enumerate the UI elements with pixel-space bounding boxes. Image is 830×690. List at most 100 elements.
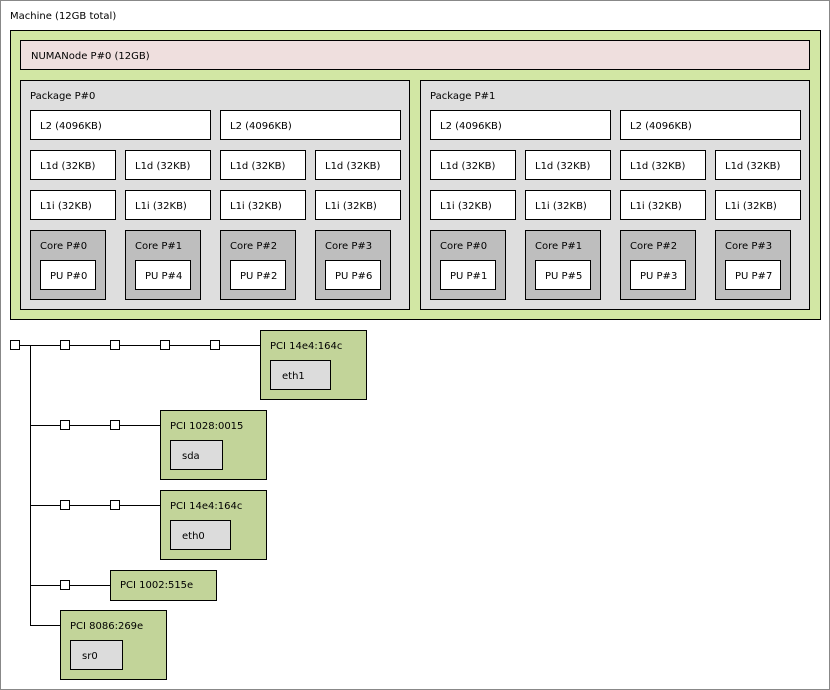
pci-bridge (110, 500, 120, 510)
pci-label: PCI 8086:269e (70, 621, 144, 632)
cache-label: L1d (32KB) (535, 161, 591, 172)
numa-node-label: NUMANode P#0 (12GB) (31, 51, 150, 62)
pu-label: PU P#1 (450, 271, 488, 282)
pu-label: PU P#2 (240, 271, 278, 282)
pci-bridge (60, 340, 70, 350)
core-label: Core P#3 (325, 241, 373, 252)
package-0-l1i-0: L1i (32KB) (30, 190, 116, 220)
pu-box: PU P#6 (325, 260, 381, 290)
cache-label: L1i (32KB) (725, 201, 777, 212)
package-1-l1i-0: L1i (32KB) (430, 190, 516, 220)
pci-bridge (210, 340, 220, 350)
package-1-core-1: Core P#1 PU P#5 (525, 230, 601, 300)
package-0-l1i-2: L1i (32KB) (220, 190, 306, 220)
pu-box: PU P#5 (535, 260, 591, 290)
pu-box: PU P#0 (40, 260, 96, 290)
host-bridge (10, 340, 20, 350)
package-0-l1d-0: L1d (32KB) (30, 150, 116, 180)
pu-box: PU P#7 (725, 260, 781, 290)
pu-box: PU P#2 (230, 260, 286, 290)
cache-label: L1d (32KB) (230, 161, 286, 172)
pu-box: PU P#4 (135, 260, 191, 290)
os-device: sr0 (70, 640, 123, 670)
pci-link-0 (15, 345, 260, 346)
cache-label: L2 (4096KB) (440, 121, 502, 132)
pu-label: PU P#0 (50, 271, 88, 282)
os-device-label: eth1 (282, 371, 305, 382)
pci-link-3 (30, 585, 110, 586)
package-0-core-0: Core P#0 PU P#0 (30, 230, 106, 300)
cache-label: L1d (32KB) (325, 161, 381, 172)
os-device-label: eth0 (182, 531, 205, 542)
cache-label: L1i (32KB) (135, 201, 187, 212)
package-0-l1d-2: L1d (32KB) (220, 150, 306, 180)
pci-bridge (160, 340, 170, 350)
pci-device-3: PCI 1002:515e (110, 570, 217, 601)
cache-label: L1d (32KB) (725, 161, 781, 172)
package-1-l1d-1: L1d (32KB) (525, 150, 611, 180)
pu-label: PU P#3 (640, 271, 678, 282)
package-0-l2-0: L2 (4096KB) (30, 110, 211, 140)
numa-node: NUMANode P#0 (12GB) (20, 40, 810, 70)
core-label: Core P#3 (725, 241, 773, 252)
pci-bridge (60, 580, 70, 590)
package-0-l1d-3: L1d (32KB) (315, 150, 401, 180)
core-label: Core P#0 (440, 241, 488, 252)
package-1-core-3: Core P#3 PU P#7 (715, 230, 791, 300)
package-1-l1i-3: L1i (32KB) (715, 190, 801, 220)
package-1-l2-0: L2 (4096KB) (430, 110, 611, 140)
package-1-l1d-0: L1d (32KB) (430, 150, 516, 180)
cache-label: L2 (4096KB) (40, 121, 102, 132)
pci-label: PCI 14e4:164c (270, 341, 343, 352)
os-device-label: sda (182, 451, 200, 462)
package-0-core-1: Core P#1 PU P#4 (125, 230, 201, 300)
pci-device-2: PCI 14e4:164c eth0 (160, 490, 267, 560)
pu-label: PU P#6 (335, 271, 373, 282)
package-1-core-0: Core P#0 PU P#1 (430, 230, 506, 300)
package-1-title: Package P#1 (430, 91, 496, 102)
cache-label: L2 (4096KB) (630, 121, 692, 132)
cache-label: L1i (32KB) (230, 201, 282, 212)
pu-label: PU P#5 (545, 271, 583, 282)
core-label: Core P#2 (230, 241, 278, 252)
pu-box: PU P#3 (630, 260, 686, 290)
cache-label: L1i (32KB) (440, 201, 492, 212)
pci-device-4: PCI 8086:269e sr0 (60, 610, 167, 680)
pci-bridge (60, 420, 70, 430)
cache-label: L1d (32KB) (440, 161, 496, 172)
core-label: Core P#2 (630, 241, 678, 252)
pci-label: PCI 1002:515e (120, 580, 194, 591)
os-device-label: sr0 (82, 651, 98, 662)
package-0-core-2: Core P#2 PU P#2 (220, 230, 296, 300)
package-1-l2-1: L2 (4096KB) (620, 110, 801, 140)
package-0-l1i-1: L1i (32KB) (125, 190, 211, 220)
pci-link-2 (30, 505, 160, 506)
package-1-core-2: Core P#2 PU P#3 (620, 230, 696, 300)
cache-label: L1d (32KB) (630, 161, 686, 172)
pu-box: PU P#1 (440, 260, 496, 290)
package-1-l1d-2: L1d (32KB) (620, 150, 706, 180)
package-0-core-3: Core P#3 PU P#6 (315, 230, 391, 300)
package-1-l1d-3: L1d (32KB) (715, 150, 801, 180)
os-device: eth0 (170, 520, 231, 550)
core-label: Core P#1 (535, 241, 583, 252)
cache-label: L2 (4096KB) (230, 121, 292, 132)
package-0-l1i-3: L1i (32KB) (315, 190, 401, 220)
pu-label: PU P#7 (735, 271, 773, 282)
pci-label: PCI 14e4:164c (170, 501, 243, 512)
pci-bridge (110, 340, 120, 350)
package-1-l1i-2: L1i (32KB) (620, 190, 706, 220)
os-device: sda (170, 440, 223, 470)
os-device: eth1 (270, 360, 331, 390)
cache-label: L1d (32KB) (40, 161, 96, 172)
package-0-l2-1: L2 (4096KB) (220, 110, 401, 140)
pci-link-1 (30, 425, 160, 426)
core-label: Core P#1 (135, 241, 183, 252)
machine-title: Machine (12GB total) (10, 11, 117, 22)
cache-label: L1d (32KB) (135, 161, 191, 172)
pci-bridge (110, 420, 120, 430)
cache-label: L1i (32KB) (40, 201, 92, 212)
pci-bridge (60, 500, 70, 510)
package-0-title: Package P#0 (30, 91, 96, 102)
package-0-l1d-1: L1d (32KB) (125, 150, 211, 180)
